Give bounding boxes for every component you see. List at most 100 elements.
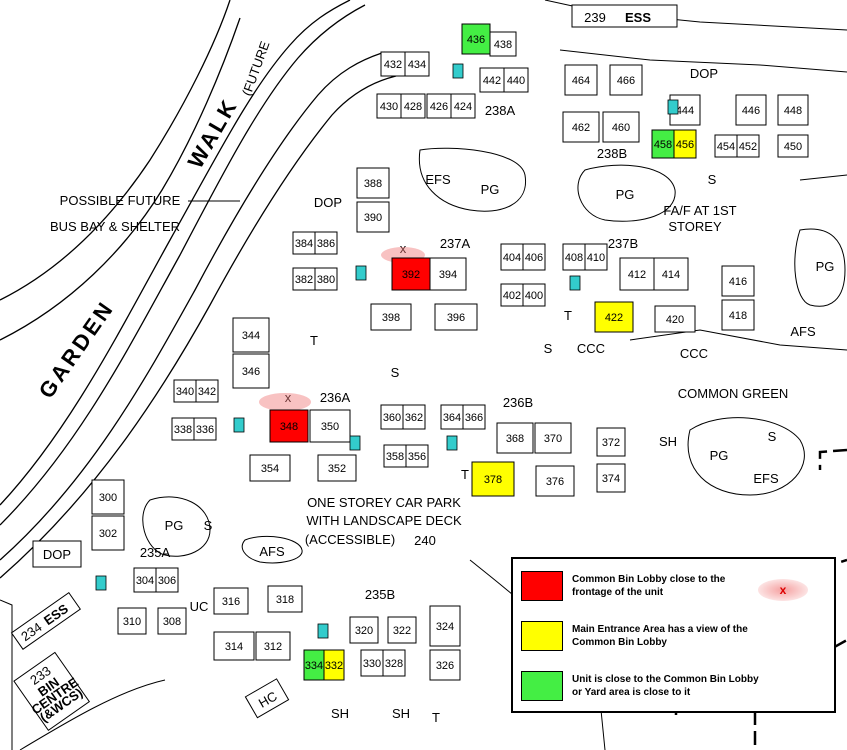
unit-block-376 [535, 465, 575, 497]
bus-bay-note-line2: BUS BAY & SHELTER [50, 219, 180, 234]
unit-block-300 [91, 479, 125, 515]
unit-label-452: 452 [739, 141, 757, 153]
pg-label-4: PG [710, 448, 729, 463]
dop-label-2: DOP [314, 195, 342, 210]
unit-label-374: 374 [602, 473, 620, 485]
unit-label-356: 356 [408, 451, 426, 463]
unit-block-406 [522, 243, 546, 271]
unit-block-416 [721, 265, 755, 297]
pg-label-3: PG [816, 259, 835, 274]
unit-label-344: 344 [242, 330, 260, 342]
unit-label-364: 364 [443, 412, 461, 424]
unit-block-324 [429, 605, 461, 647]
unit-block-428 [400, 93, 426, 119]
unit-label-422: 422 [605, 312, 623, 324]
unit-block-318 [267, 585, 303, 613]
unit-label-358: 358 [386, 451, 404, 463]
unit-label-458: 458 [654, 139, 672, 151]
map-legend: Common Bin Lobby close to the frontage o… [511, 557, 836, 713]
unit-block-342 [195, 379, 219, 403]
legend-item-yellow: Main Entrance Area has a view of the Com… [521, 621, 762, 651]
lift-core-6 [95, 575, 107, 591]
unit-block-306 [155, 567, 179, 593]
unit-label-306: 306 [158, 575, 176, 587]
s-label-5: S [544, 341, 553, 356]
unit-label-402: 402 [503, 290, 521, 302]
unit-label-336: 336 [196, 424, 214, 436]
sh-label-3: SH [392, 706, 410, 721]
unit-block-452 [736, 134, 760, 158]
unit-block-442 [479, 67, 505, 93]
unit-label-314: 314 [225, 641, 243, 653]
uc-label: UC [190, 599, 209, 614]
unit-block-312 [255, 631, 291, 661]
legend-text-yellow: Main Entrance Area has a view of the Com… [572, 624, 748, 648]
unit-label-446: 446 [742, 105, 760, 117]
unit-label-432: 432 [384, 59, 402, 71]
t-label-1: T [310, 333, 318, 348]
unit-block-414 [653, 257, 689, 291]
unit-label-410: 410 [587, 252, 605, 264]
unit-label-352: 352 [328, 463, 346, 475]
pg-label-5: PG [165, 518, 184, 533]
unit-label-400: 400 [525, 290, 543, 302]
unit-label-438: 438 [494, 39, 512, 51]
unit-block-398 [370, 303, 412, 331]
car-park-note-line1: ONE STOREY CAR PARK [307, 495, 461, 510]
unit-label-412: 412 [628, 269, 646, 281]
car-park-note-line2: WITH LANDSCAPE DECK [306, 513, 462, 528]
unit-label-396: 396 [447, 312, 465, 324]
unit-block-418 [721, 299, 755, 331]
efs-label-2: EFS [753, 471, 779, 486]
unit-block-352 [317, 454, 357, 482]
unit-label-370: 370 [544, 433, 562, 445]
pg-label-1: PG [481, 182, 500, 197]
unit-label-430: 430 [380, 101, 398, 113]
unit-block-438 [489, 31, 517, 57]
dop-label-3: DOP [43, 547, 71, 562]
unit-label-442: 442 [483, 75, 501, 87]
unit-label-310: 310 [123, 616, 141, 628]
unit-block-350 [309, 409, 351, 443]
x-mark-392: x [400, 241, 407, 256]
unit-label-388: 388 [364, 178, 382, 190]
lift-core-8 [349, 435, 361, 451]
legend-text-green: Unit is close to the Common Bin Lobby or… [572, 674, 759, 698]
unit-label-324: 324 [436, 621, 454, 633]
unit-block-328 [382, 649, 406, 677]
unit-label-416: 416 [729, 276, 747, 288]
s-label-2: S [204, 518, 213, 533]
unit-block-434 [404, 51, 430, 77]
unit-block-366 [462, 404, 486, 430]
unit-label-320: 320 [355, 625, 373, 637]
zone-236a: 236A [320, 390, 351, 405]
unit-block-422 [594, 301, 634, 333]
unit-label-340: 340 [176, 386, 194, 398]
unit-block-380 [314, 267, 338, 291]
zone-238a: 238A [485, 103, 516, 118]
legend-swatch-red [521, 571, 563, 601]
common-green-label: COMMON GREEN [678, 386, 789, 401]
road-edges [0, 0, 397, 579]
unit-block-344 [232, 317, 270, 353]
lift-core-0 [452, 63, 464, 79]
lift-core-5 [446, 435, 458, 451]
bin-lobby-haze-348 [259, 393, 311, 411]
unit-label-328: 328 [385, 658, 403, 670]
unit-label-460: 460 [612, 122, 630, 134]
unit-block-446 [735, 94, 767, 126]
unit-block-308 [157, 607, 187, 635]
unit-block-450 [777, 134, 809, 158]
unit-block-466 [609, 64, 643, 96]
afs-label-2: AFS [259, 544, 285, 559]
zone-239: 239 [584, 10, 606, 25]
unit-label-466: 466 [617, 75, 635, 87]
unit-block-310 [117, 607, 147, 635]
unit-block-374 [596, 463, 626, 493]
unit-label-394: 394 [439, 269, 457, 281]
unit-block-354 [249, 454, 291, 482]
landscape-areas [142, 147, 846, 564]
unit-block-396 [434, 303, 478, 331]
